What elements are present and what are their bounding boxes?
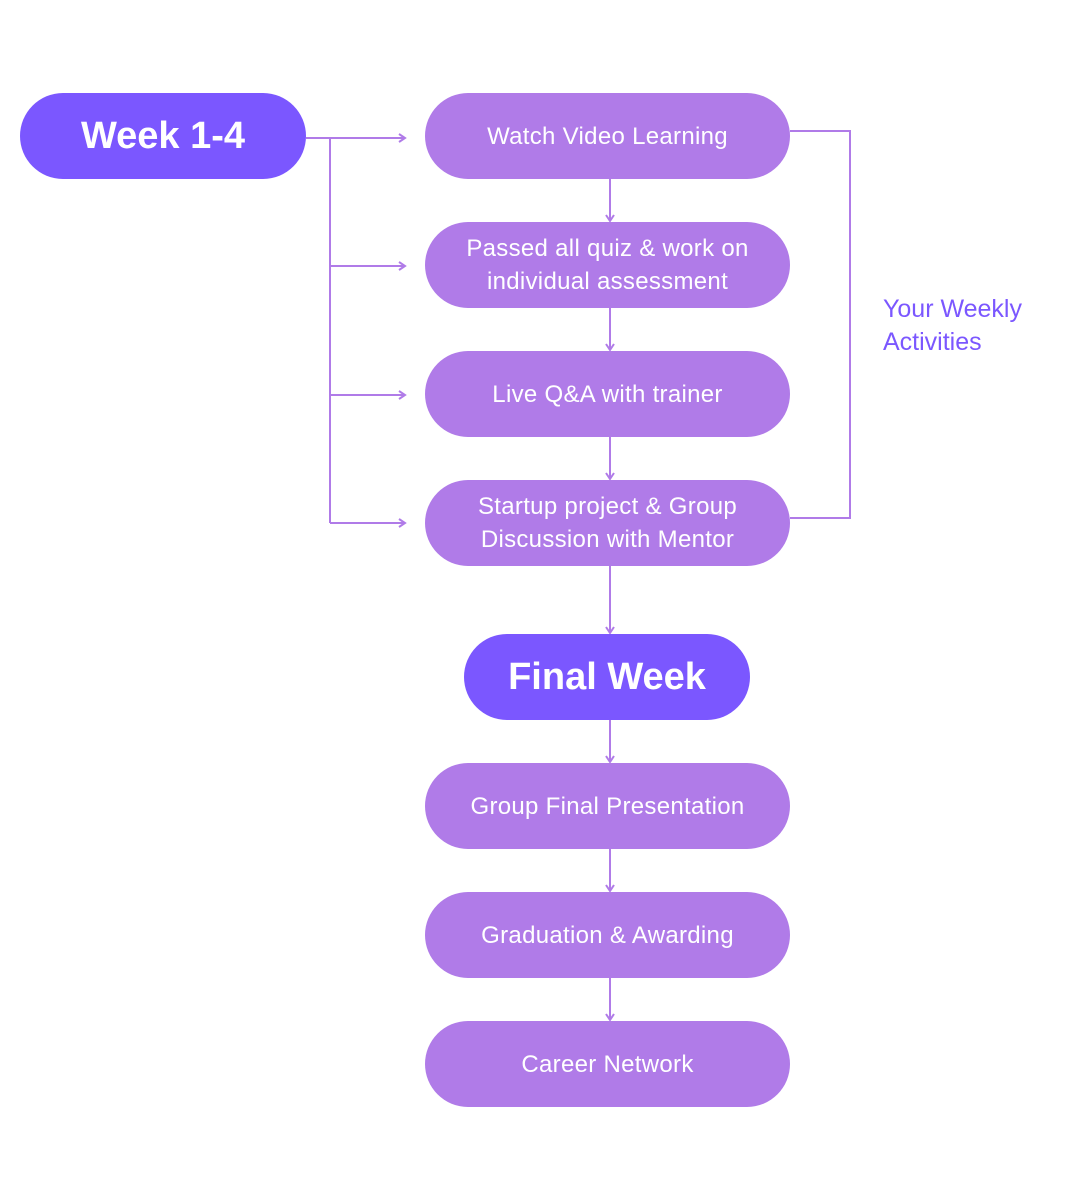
step-quiz-and-assessment: Passed all quiz & work on individual ass… [425, 222, 790, 308]
step-graduation-awarding: Graduation & Awarding [425, 892, 790, 978]
step-label: Watch Video Learning [487, 122, 728, 150]
phase-week-1-4: Week 1-4 [20, 93, 306, 179]
step-label: Live Q&A with trainer [492, 380, 723, 408]
step-label: Graduation & Awarding [481, 921, 734, 949]
step-watch-video-learning: Watch Video Learning [425, 93, 790, 179]
step-startup-project: Startup project & Group Discussion with … [425, 480, 790, 566]
step-label: Career Network [521, 1050, 694, 1078]
weekly-activities-label: Your Weekly Activities [883, 295, 1022, 356]
step-career-network: Career Network [425, 1021, 790, 1107]
step-group-final-presentation: Group Final Presentation [425, 763, 790, 849]
step-label: Passed all quiz & work on individual ass… [466, 235, 749, 295]
step-label: Startup project & Group Discussion with … [477, 493, 738, 553]
step-label: Group Final Presentation [470, 792, 745, 820]
phase-week-1-4-label: Week 1-4 [80, 114, 246, 157]
phase-final-week: Final Week [464, 634, 750, 720]
phase-final-week-label: Final Week [508, 655, 706, 698]
weekly-activities-bracket [790, 130, 851, 519]
step-live-qa: Live Q&A with trainer [425, 351, 790, 437]
